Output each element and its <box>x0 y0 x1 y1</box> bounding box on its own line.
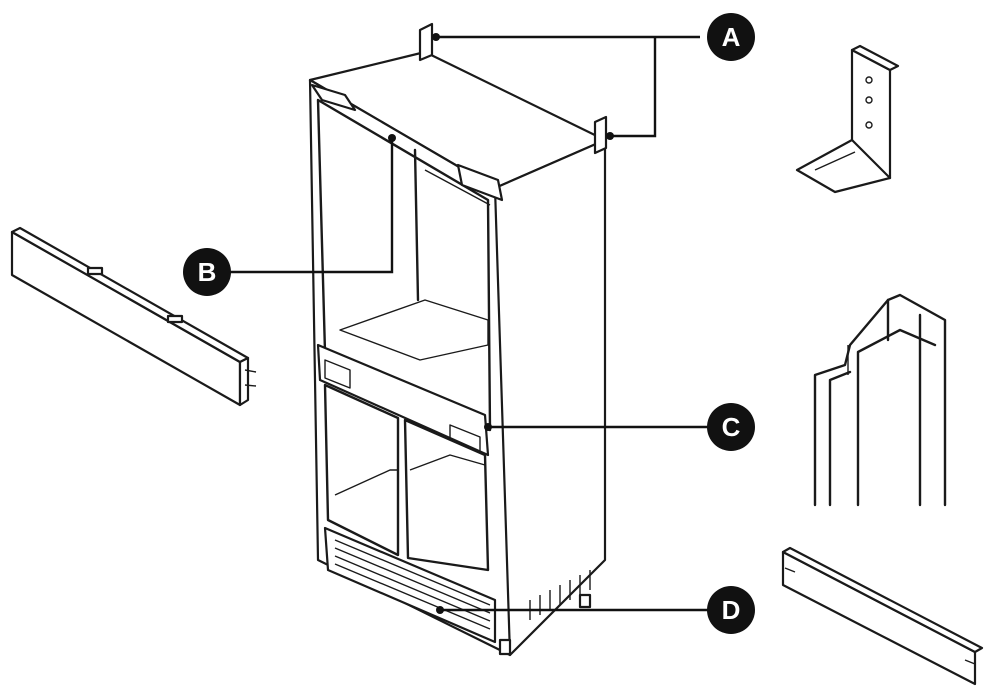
callout-d: D <box>707 586 755 634</box>
top-trim-panel <box>10 226 257 407</box>
refrigerator-cabinet <box>308 22 608 657</box>
side-trim-channel <box>813 293 947 507</box>
callout-c: C <box>707 403 755 451</box>
toe-kick-rail <box>781 546 984 686</box>
callout-d-label: D <box>722 595 741 625</box>
callout-a-label: A <box>722 22 741 52</box>
callout-c-label: C <box>722 412 741 442</box>
callout-b: B <box>183 248 231 296</box>
callout-b-label: B <box>198 257 217 287</box>
callout-a: A <box>707 13 755 61</box>
leader-lines <box>225 33 710 614</box>
grille-slats <box>334 539 491 630</box>
anti-tip-bracket <box>795 44 900 194</box>
